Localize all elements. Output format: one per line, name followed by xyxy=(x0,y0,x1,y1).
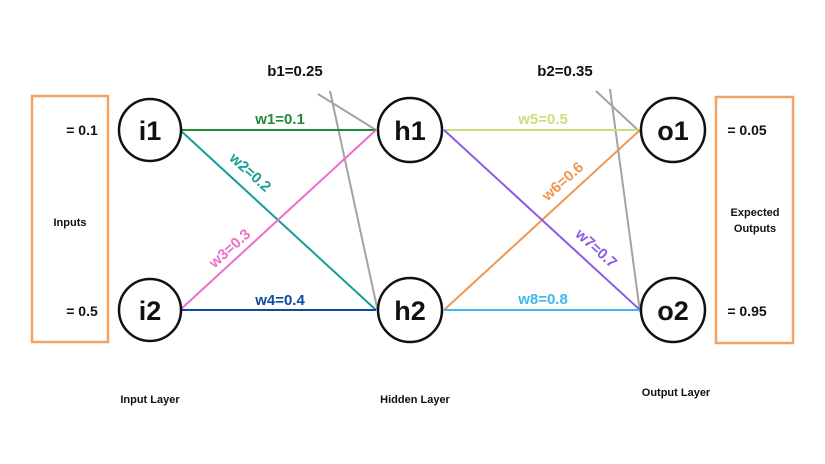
node-o1: o1 xyxy=(639,96,707,164)
inputs-label: Inputs xyxy=(54,217,87,229)
svg-text:i1: i1 xyxy=(139,116,162,146)
bias-line-b2-o2 xyxy=(609,88,641,313)
weight-label-w5: w5=0.5 xyxy=(517,111,568,128)
outputs-box xyxy=(714,95,795,345)
weight-label-w6: w6=0.6 xyxy=(538,159,587,206)
svg-text:o2: o2 xyxy=(657,296,689,326)
svg-text:h1: h1 xyxy=(394,116,426,146)
weight-label-w4: w4=0.4 xyxy=(254,292,305,309)
bias-line-b2-o1 xyxy=(595,90,641,133)
node-i1: i1 xyxy=(117,97,183,163)
svg-text:i2: i2 xyxy=(139,296,162,326)
bias-label-b2: b2=0.35 xyxy=(537,63,592,80)
node-i2: i2 xyxy=(117,277,183,343)
bias-line-b1-h1 xyxy=(317,93,377,131)
svg-text:h2: h2 xyxy=(394,296,426,326)
layer-label-hidden: Hidden Layer xyxy=(380,394,450,406)
outputs-label-line2: Outputs xyxy=(734,223,776,235)
edge-w7 xyxy=(443,129,641,311)
node-h1: h1 xyxy=(376,96,444,164)
layer-label-input: Input Layer xyxy=(120,394,180,406)
edge-w3 xyxy=(179,129,377,311)
input-value-i1: = 0.1 xyxy=(66,122,98,138)
layer-label-output: Output Layer xyxy=(642,387,711,399)
output-value-o2: = 0.95 xyxy=(727,303,767,319)
bias-line-b1-h2 xyxy=(329,90,379,313)
node-o2: o2 xyxy=(639,276,707,344)
node-h2: h2 xyxy=(376,276,444,344)
weight-label-w7: w7=0.7 xyxy=(571,225,620,272)
bias-label-b1: b1=0.25 xyxy=(267,63,322,80)
weight-label-w1: w1=0.1 xyxy=(254,111,305,128)
svg-text:o1: o1 xyxy=(657,116,689,146)
inputs-box xyxy=(30,94,110,344)
weight-label-w8: w8=0.8 xyxy=(517,291,568,308)
output-value-o1: = 0.05 xyxy=(727,122,767,138)
weight-label-w2: w2=0.2 xyxy=(225,149,274,196)
outputs-label-line1: Expected xyxy=(731,207,780,219)
input-value-i2: = 0.5 xyxy=(66,303,98,319)
